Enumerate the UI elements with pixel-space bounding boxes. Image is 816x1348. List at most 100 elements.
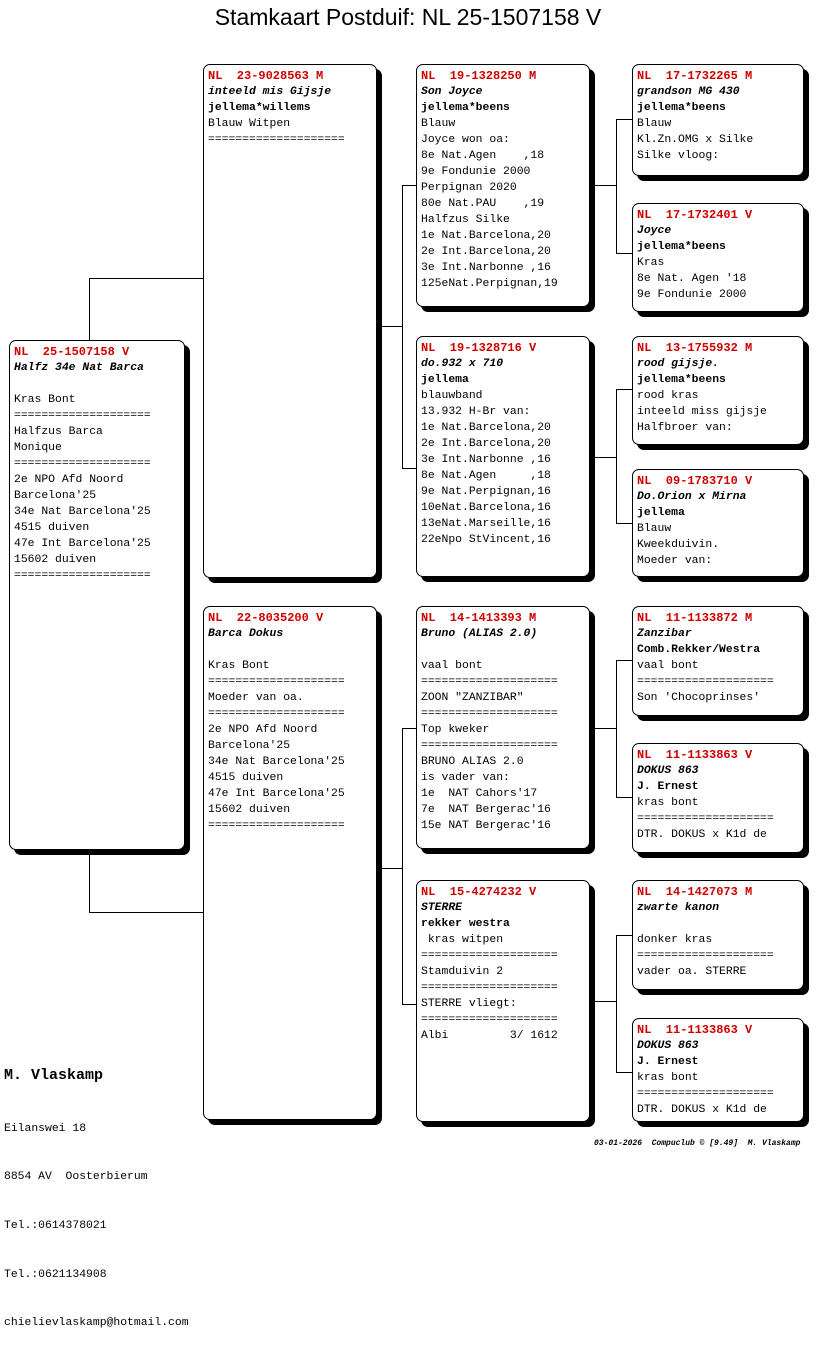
info-line: Silke vloog: — [637, 150, 720, 162]
info-line: 10eNat.Barcelona,16 — [421, 502, 551, 514]
pigeon-name: rood gijsje. — [637, 358, 720, 370]
connector — [616, 389, 632, 390]
info-line: 1e Nat.Barcelona,20 — [421, 422, 551, 434]
pigeon-strain: J. Ernest — [637, 1056, 699, 1068]
pigeon-strain: jellema — [421, 374, 469, 386]
info-line: Blauw — [421, 118, 456, 130]
connector — [616, 935, 632, 936]
info-line: Halfbroer van: — [637, 422, 733, 434]
info-line: Kweekduivin. — [637, 539, 720, 551]
connector — [616, 389, 617, 523]
info-line: Perpignan 2020 — [421, 182, 517, 194]
connector — [616, 523, 632, 524]
info-line: 13.932 H-Br van: — [421, 406, 531, 418]
info-line: 34e Nat Barcelona'25 — [208, 756, 345, 768]
info-line: Kl.Zn.OMG x Silke — [637, 134, 754, 146]
info-line: 125eNat.Perpignan,19 — [421, 278, 558, 290]
connector — [616, 119, 632, 120]
connector — [595, 457, 616, 458]
connector — [616, 119, 617, 253]
info-line: inteeld miss gijsje — [637, 406, 767, 418]
owner-line: Eilanswei 18 — [4, 1122, 87, 1135]
info-line: ==================== — [208, 708, 345, 720]
info-line: Barcelona'25 — [14, 490, 97, 502]
info-line: 8e Nat.Agen ,18 — [421, 150, 545, 162]
owner-name: M. Vlaskamp — [4, 1067, 104, 1085]
pigeon-name: DOKUS 863 — [637, 765, 699, 777]
connector — [616, 660, 617, 797]
connector — [382, 326, 402, 327]
info-line: kras bont — [637, 1072, 699, 1084]
ring-number: NL 17-1732401 V — [637, 208, 753, 222]
info-line: Joyce won oa: — [421, 134, 510, 146]
connector — [89, 850, 90, 912]
info-line: blauwband — [421, 390, 483, 402]
info-line: 13eNat.Marseille,16 — [421, 518, 551, 530]
info-line: Kras Bont — [208, 660, 270, 672]
ring-number: NL 14-1427073 M — [637, 885, 753, 899]
connector — [402, 185, 403, 468]
footer-credit: 03-01-2026 Compuclub © [9.49] M. Vlaskam… — [594, 1139, 801, 1148]
info-line: ==================== — [637, 813, 774, 825]
pigeon-strain: jellema*beens — [637, 102, 726, 114]
info-line: 47e Int Barcelona'25 — [208, 788, 345, 800]
pigeon-name: inteeld mis Gijsje — [208, 86, 332, 98]
connector — [616, 660, 632, 661]
pigeon-name: Son Joyce — [421, 86, 483, 98]
info-line: Blauw — [637, 523, 672, 535]
info-line: ==================== — [421, 1014, 558, 1026]
ring-number: NL 09-1783710 V — [637, 474, 753, 488]
info-line: Monique — [14, 442, 62, 454]
pigeon-strain: Comb.Rekker/Westra — [637, 644, 761, 656]
pigeon-name: zwarte kanon — [637, 902, 720, 914]
connector — [616, 1072, 632, 1073]
info-line: 4515 duiven — [14, 522, 90, 534]
info-line: 22eNpo StVincent,16 — [421, 534, 551, 546]
pigeon-name: Barca Dokus — [208, 628, 284, 640]
pigeon-strain: jellema*beens — [421, 102, 510, 114]
info-line: Kras Bont — [14, 394, 76, 406]
connector — [402, 185, 417, 186]
info-line: 47e Int Barcelona'25 — [14, 538, 151, 550]
owner-line: Tel.:0621134908 — [4, 1268, 107, 1281]
info-line — [637, 916, 799, 932]
info-line: 3e Int.Narbonne ,16 — [421, 454, 551, 466]
pigeon-name: Joyce — [637, 225, 672, 237]
connector — [89, 278, 204, 279]
info-line: 2e NPO Afd Noord — [14, 474, 124, 486]
ring-number: NL 22-8035200 V — [208, 611, 324, 625]
info-line: 9e Nat.Perpignan,16 — [421, 486, 551, 498]
info-line: 9e Fondunie 2000 — [637, 289, 747, 301]
pigeon-name: Bruno (ALIAS 2.0) — [421, 628, 538, 640]
info-line: kras witpen — [421, 934, 504, 946]
info-line: vader oa. STERRE — [637, 966, 747, 978]
info-line: ==================== — [14, 458, 151, 470]
info-line: 80e Nat.PAU ,19 — [421, 198, 545, 210]
ring-number: NL 23-9028563 M — [208, 69, 324, 83]
ring-number: NL 19-1328716 V — [421, 341, 537, 355]
ring-number: NL 19-1328250 M — [421, 69, 537, 83]
pigeon-card-mother[interactable]: NL 22-8035200 V Barca Dokus Kras Bont ====… — [203, 606, 377, 1120]
ring-number: NL 15-4274232 V — [421, 885, 537, 899]
info-line: DTR. DOKUS x K1d de — [637, 1104, 767, 1116]
connector — [616, 253, 632, 254]
info-line: Kras — [637, 257, 665, 269]
ring-number: NL 17-1732265 M — [637, 69, 753, 83]
info-line: 3e Int.Narbonne ,16 — [421, 262, 551, 274]
info-line: 34e Nat Barcelona'25 — [14, 506, 151, 518]
info-line: 15602 duiven — [14, 554, 97, 566]
